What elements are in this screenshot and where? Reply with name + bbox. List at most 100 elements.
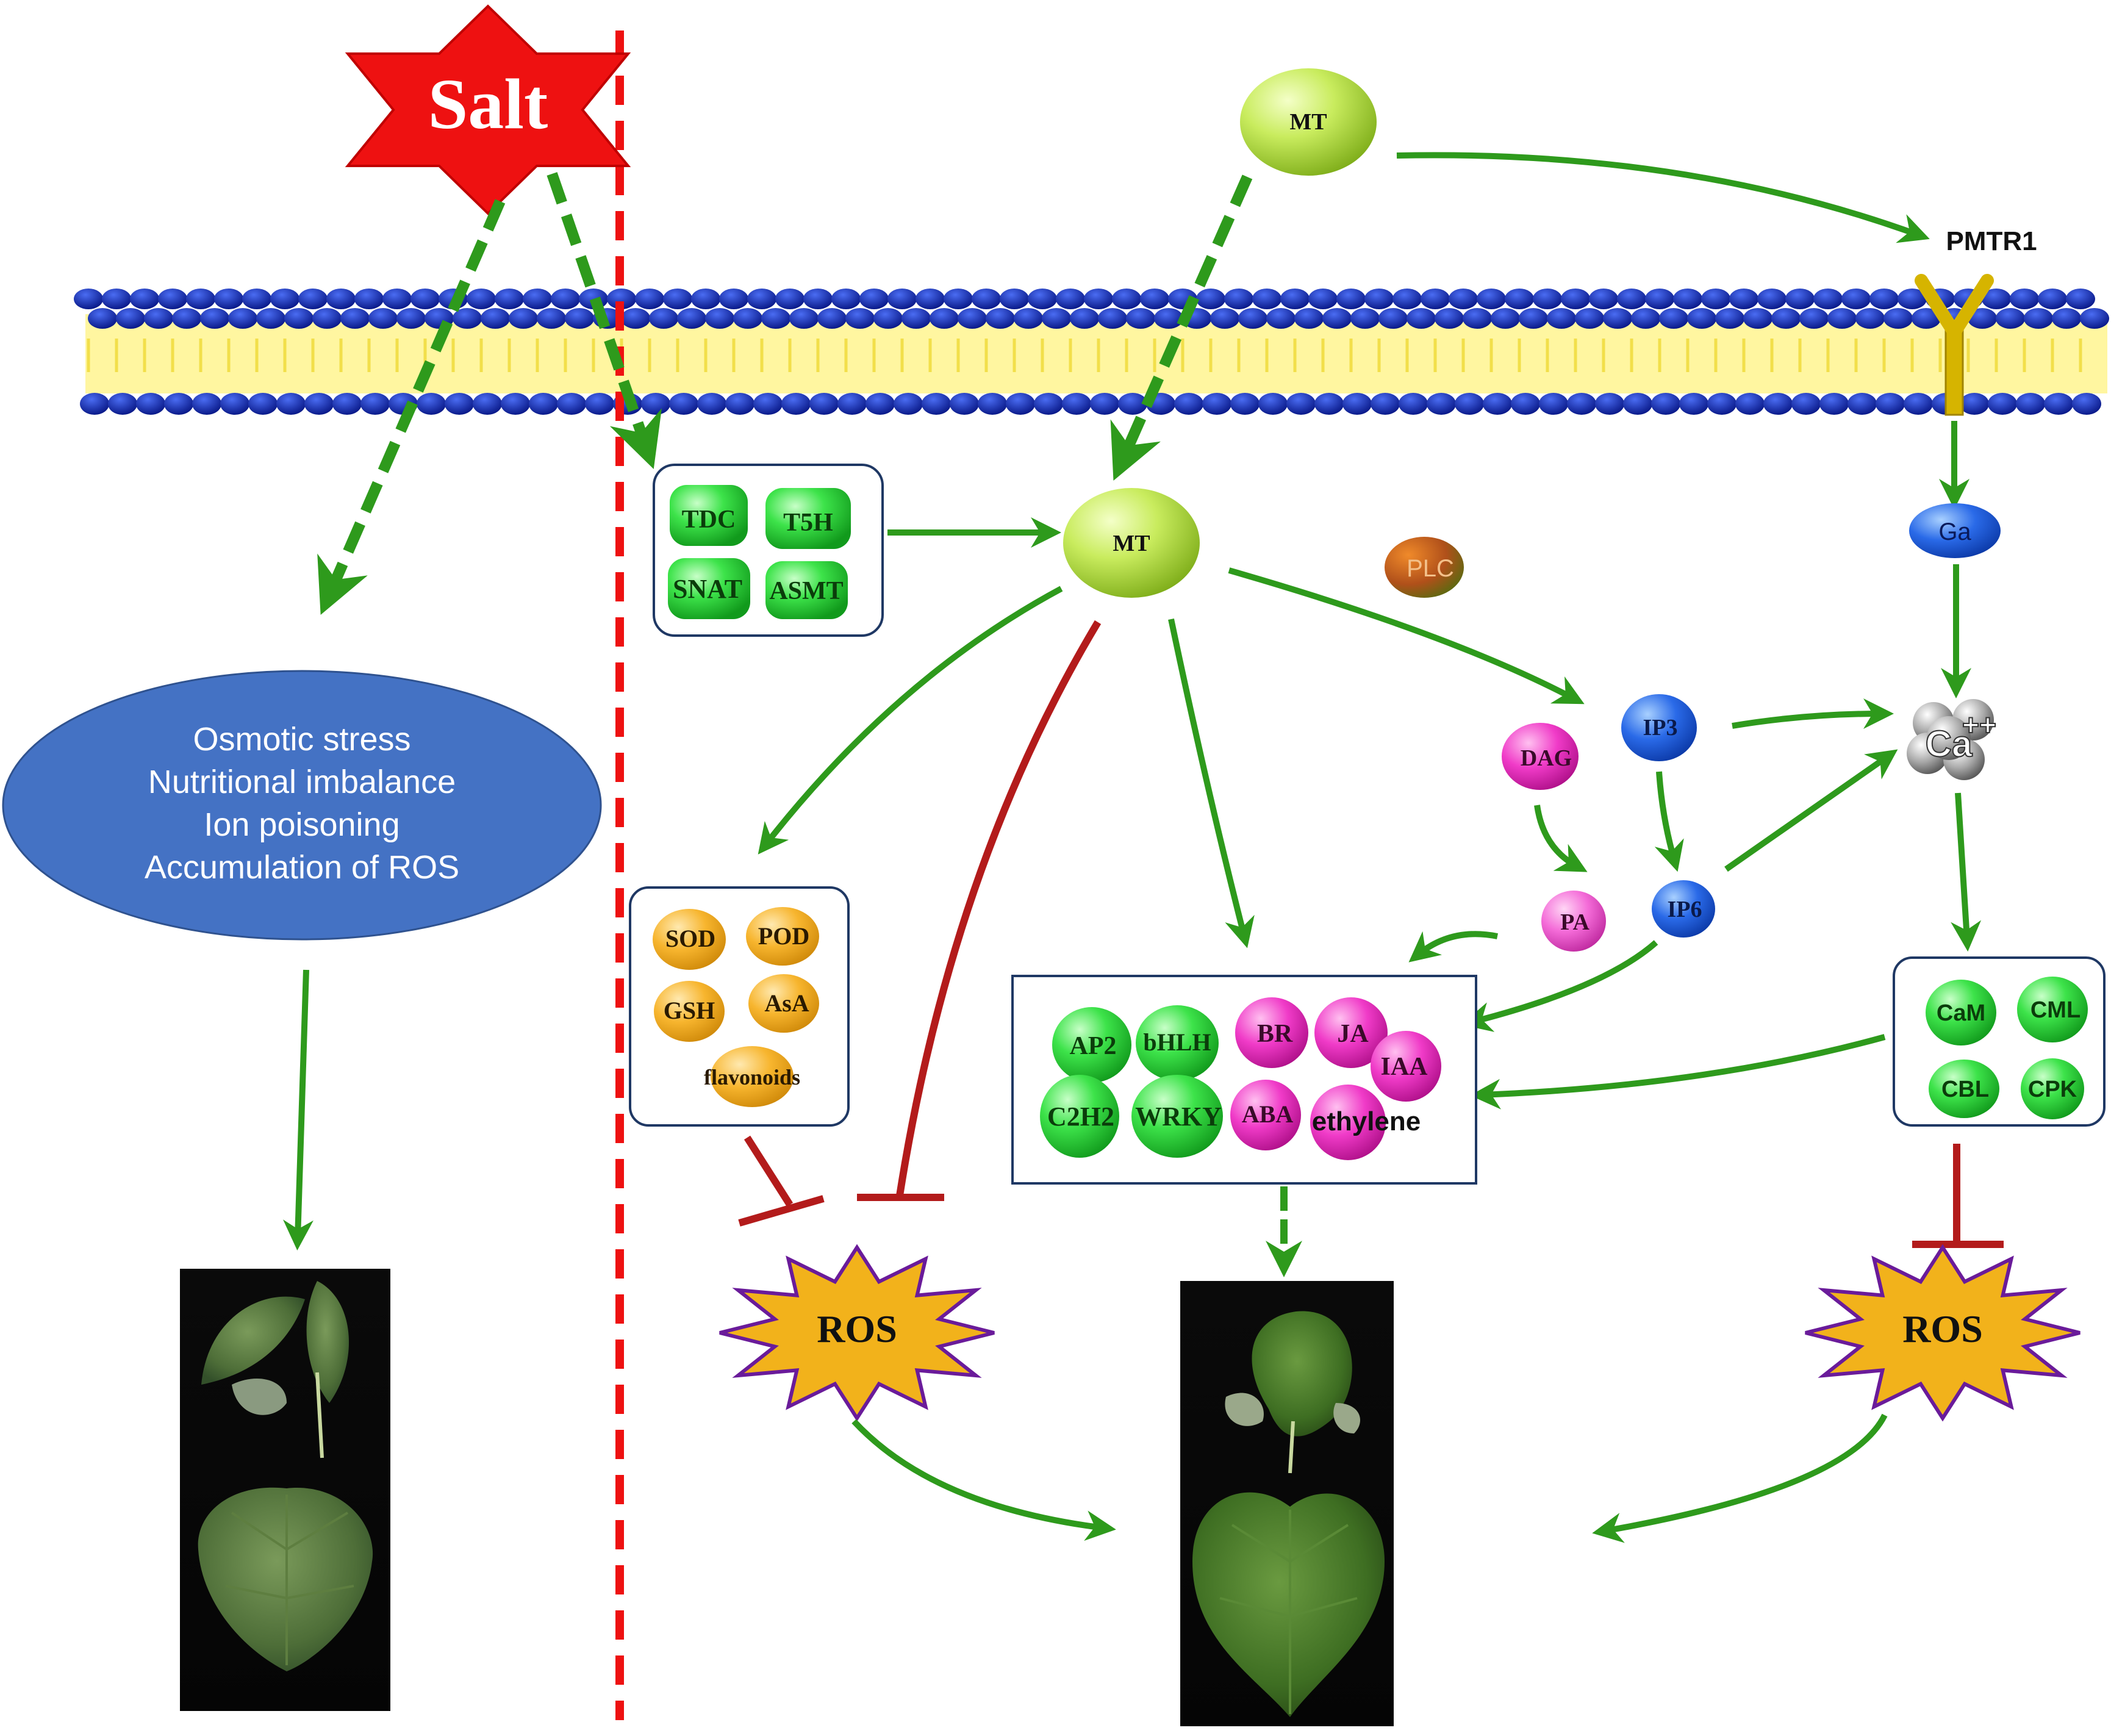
lipid-head [677,308,706,329]
lipid-head [1028,289,1057,309]
lipid-head [781,393,811,415]
lipid-head [978,393,1007,415]
lipid-head [1771,308,1801,329]
antioxidant-label: flavonoids [704,1065,800,1089]
lipid-head [1968,308,1997,329]
lipid-head [481,308,510,329]
lipid-head [753,393,783,415]
lipid-head [410,289,440,309]
lipid-head [473,393,502,415]
lipid-head [1006,393,1035,415]
plc-enzyme: PLC [1385,537,1464,598]
lipid-head [1042,308,1071,329]
lipid-head [1791,393,1821,415]
lipid-head [1539,393,1568,415]
lipid-head [509,308,538,329]
lipid-head [1314,393,1344,415]
ip6-to-ca-arrow [1724,749,1898,872]
mt-uptake-arrow [1110,174,1253,481]
enzyme-label: ASMT [769,577,843,605]
lipid-head [1062,393,1091,415]
lipid-head [1841,289,1871,309]
lipid-head [866,393,895,415]
ros-burst-right: ROS [1805,1244,2081,1422]
lipid-head [733,308,762,329]
lipid-head [809,393,839,415]
lipid-head [691,289,720,309]
lipid-head [1505,289,1534,309]
lipid-head [2052,308,2081,329]
lipid-head [298,289,328,309]
lipid-head [1785,289,1815,309]
lipid-head [831,289,861,309]
lipid-head [523,289,552,309]
lipid-head [2010,289,2039,309]
lipid-head [186,289,215,309]
lipid-head [1679,393,1708,415]
lipid-head [641,393,670,415]
sensor-label: CaM [1937,1000,1985,1026]
lipid-head [1883,308,1913,329]
lipid-head [817,308,847,329]
lipid-head [1898,289,1927,309]
lipid-head [136,393,165,415]
lipid-head [74,289,103,309]
lipid-head [88,308,117,329]
lipid-head [1090,393,1119,415]
lipid-head [1174,393,1203,415]
lipid-head [789,308,819,329]
lipid-head [1623,393,1652,415]
lipid-head [1118,393,1147,415]
lipid-head [467,289,496,309]
lipid-head [1210,308,1239,329]
lipid-head [276,393,306,415]
lipid-head [1743,308,1772,329]
antioxidant-label: SOD [665,925,715,952]
lipid-head [1483,393,1512,415]
lipid-head [537,308,566,329]
sensors-to-factors-arrow [1470,1034,1886,1110]
lipid-head [1126,308,1155,329]
lipid-head [116,308,145,329]
lipid-head [1294,308,1324,329]
lipid-head [214,289,243,309]
dag-to-pa-arrow [1534,805,1588,872]
antioxidant-label: POD [758,922,809,950]
enzyme-label: TDC [682,506,736,534]
lipid-head [747,289,776,309]
lipid-head [1673,289,1702,309]
lipid-head [270,289,299,309]
lipid-head [972,289,1001,309]
lipid-head [382,289,412,309]
ga-label: Ga [1938,518,1971,545]
lipid-head [1364,289,1394,309]
sensor-label: CBL [1941,1077,1989,1102]
lipid-head [1715,308,1744,329]
mt-inhibit-ros [857,620,1102,1201]
lipid-head [1224,289,1253,309]
lipid-head [986,308,1015,329]
lipid-head [663,289,692,309]
lipid-head [1659,308,1688,329]
lipid-head [2080,308,2109,329]
lipid-head [887,289,917,309]
lipid-head [2016,393,2045,415]
lipid-head [1701,289,1730,309]
lipid-head [529,393,558,415]
lipid-head [1819,393,1849,415]
lipid-head [1070,308,1099,329]
lipid-head [1960,393,1989,415]
ip6-node: IP6 [1652,880,1715,938]
lipid-head [284,308,314,329]
sensors-inhibit-ros [1912,1144,2004,1248]
lipid-head [761,308,790,329]
cell-membrane [74,289,2109,415]
lipid-head [417,393,446,415]
lipid-head [1707,393,1736,415]
lipid-head [1848,393,1877,415]
lipid-head [2044,393,2073,415]
lipid-head [1589,289,1618,309]
lipid-head [845,308,875,329]
wilted-plant-photo [180,1269,390,1711]
